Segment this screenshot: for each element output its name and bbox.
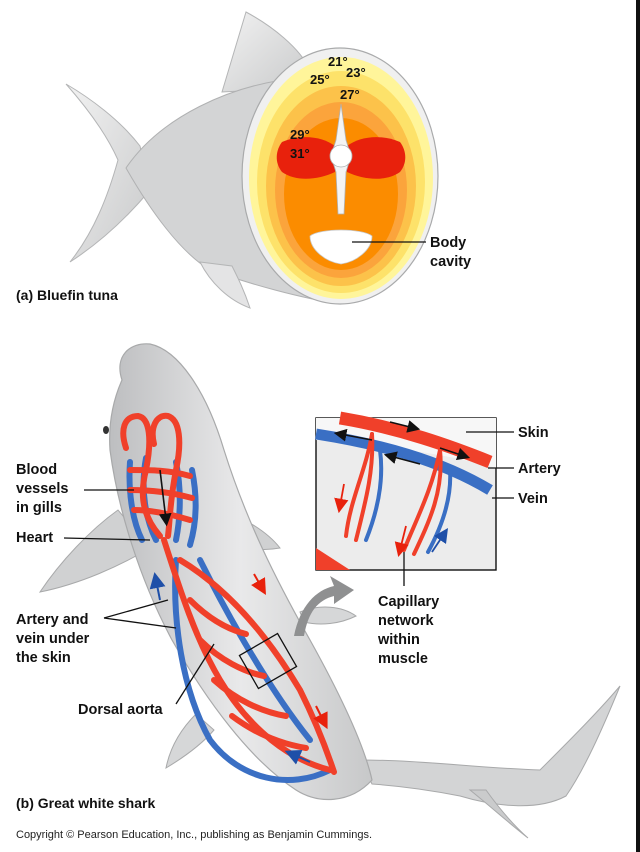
temp-label-27: 27° [340,87,360,102]
temp-label-31: 31° [290,146,310,161]
shark-illustration [38,343,621,839]
artery-label: Artery [518,461,561,477]
inset-arrow-artery-1 [389,420,421,433]
flow-arrow-heart [158,469,172,527]
temp-label-25: 25° [310,72,330,87]
temp-label-23: 23° [346,65,366,80]
shark-pectoral-fin-left [38,509,151,593]
inset-arrow-red-2 [394,525,409,557]
inset-arrow-artery-2 [439,447,471,461]
inset-capillaries [344,432,453,556]
inset-arrow-vein-1 [333,428,373,442]
heart-label: Heart [16,530,53,546]
artery-vein-leader-2 [103,617,177,629]
inset-arrow-red-1 [334,483,349,514]
inset-arrow-blue-1 [431,528,448,553]
tuna-illustration [65,11,439,309]
red-muscle-left [276,137,335,179]
inset-arrow-vein-2 [383,451,421,465]
flow-arrow-red-1 [251,573,266,595]
body-cavity-label-line2: cavity [430,254,471,270]
copyright-notice: Copyright © Pearson Education, Inc., pub… [16,829,372,841]
tuna-pelvic-fin [199,261,251,309]
capillary-label-line3: within [377,632,420,648]
flow-arrow-blue-2 [284,749,311,765]
inset-locator-box [238,632,298,690]
shark-eye [103,426,109,434]
blood-vessels-label-line1: Blood [16,462,57,478]
blood-vessels-label-line2: vessels [16,481,68,497]
flow-arrow-red-2 [313,705,328,730]
inset-muscle-corner [316,548,350,570]
artery-vein-label-line3: the skin [16,650,71,666]
magnify-arrow [294,576,354,636]
right-edge [636,0,640,852]
dorsal-aorta-leader [175,643,215,705]
temp-label-21: 21° [328,54,348,69]
dorsal-aorta-label: Dorsal aorta [78,702,164,718]
caption-bluefin-tuna: (a) Bluefin tuna [16,287,118,303]
inset-panel [315,411,497,571]
inset-skin-layer [316,418,496,468]
tuna-vertebra [329,144,353,168]
shark-tail-lower-lobe [468,789,529,839]
capillary-label-line1: Capillary [378,594,439,610]
tuna-body-cavity [309,229,373,265]
inset-artery [338,411,493,469]
blood-vessels-label-line3: in gills [16,500,62,516]
body-cavity-label-line1: Body [430,235,466,251]
heart-leader [63,537,151,541]
shark-arteries [120,412,337,775]
red-muscle-right [347,137,406,179]
artery-vein-label-line2: vein under [16,631,90,647]
artery-vein-leader-1 [103,599,169,619]
skin-label: Skin [518,425,549,441]
capillary-label-line2: network [378,613,435,629]
capillary-label-line4: muscle [378,651,428,667]
flow-arrow-blue-1 [149,572,166,601]
shark-pelvic-fin [299,606,357,625]
artery-vein-label-line1: Artery and [16,612,89,628]
vein-label: Vein [518,491,548,507]
shark-tail-fin [359,685,621,807]
caption-great-white-shark: (b) Great white shark [16,795,155,811]
temp-label-29: 29° [290,127,310,142]
